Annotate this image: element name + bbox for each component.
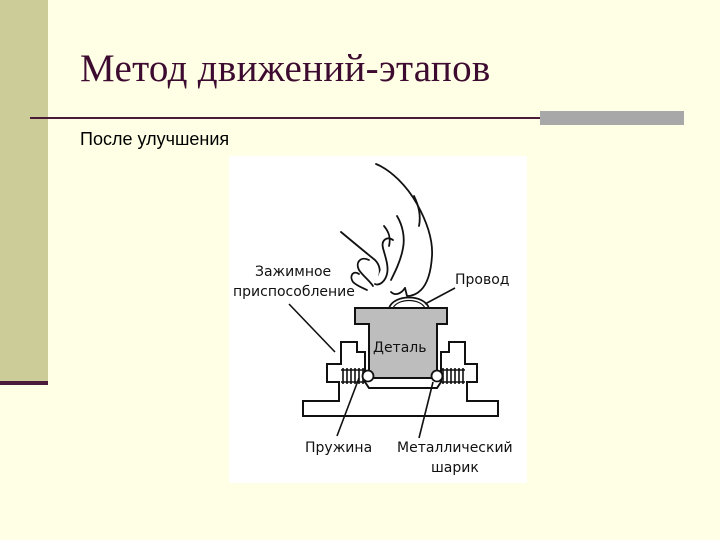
fixture-diagram: Зажимное приспособление Провод Деталь Пр… xyxy=(229,156,527,483)
label-part: Деталь xyxy=(373,340,426,356)
metal-ball-left xyxy=(361,369,375,383)
slide-subtitle: После улучшения xyxy=(80,129,230,149)
left-accent-bar xyxy=(0,0,48,383)
label-wire: Провод xyxy=(455,272,509,288)
label-ball-line1: Металлический xyxy=(397,440,513,456)
spring-left xyxy=(341,368,365,384)
label-ball-line2: шарик xyxy=(431,460,479,476)
fixture-diagram-svg: Зажимное приспособление Провод Деталь Пр… xyxy=(233,163,513,476)
hand-illustration xyxy=(340,163,433,297)
slide-title: Метод движений-этапов xyxy=(80,47,491,90)
left-accent-underline xyxy=(0,381,48,385)
title-divider-line xyxy=(30,117,684,119)
wire-arc xyxy=(388,296,430,309)
leader-fixture xyxy=(288,303,336,353)
leader-lines xyxy=(288,287,456,439)
label-fixture-line1: Зажимное xyxy=(255,264,331,280)
title-divider-bar xyxy=(540,111,684,125)
wire-arc-inner xyxy=(392,299,426,309)
leader-wire xyxy=(424,287,456,305)
label-spring: Пружина xyxy=(305,440,372,456)
metal-ball-right xyxy=(430,369,444,383)
leader-spring xyxy=(336,377,360,437)
leader-ball xyxy=(418,381,434,439)
label-fixture-line2: приспособление xyxy=(233,284,355,300)
